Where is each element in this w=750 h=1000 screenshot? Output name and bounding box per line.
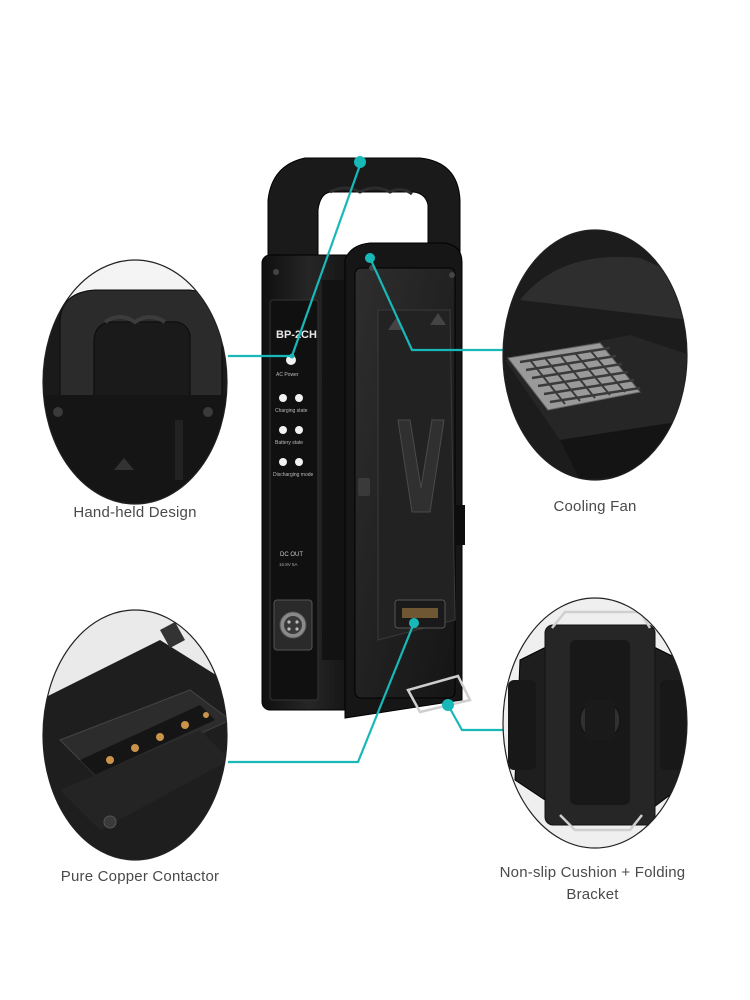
caption-cushion-bracket: Non-slip Cushion + Folding Bracket — [499, 864, 686, 903]
line-cushion — [447, 704, 505, 732]
vent-slots — [322, 280, 344, 660]
indicator-label-3: Discharging mode — [273, 472, 314, 478]
led-charging-1 — [279, 394, 287, 402]
led-battery-2 — [295, 426, 303, 434]
led-charging-2 — [295, 394, 303, 402]
detail-fan-bubble — [502, 229, 688, 481]
led-discharging-1 — [279, 458, 287, 466]
led-discharging-2 — [295, 458, 303, 466]
line-fan — [368, 257, 505, 352]
detail-copper-bubble — [42, 609, 228, 861]
indicator-label-0: AC Power — [276, 372, 299, 378]
fan-grille — [507, 342, 641, 411]
caption-cooling-fan: Cooling Fan — [553, 498, 637, 515]
indicator-label-1: Charging state — [275, 408, 308, 414]
indicator-label-2: Battery state — [275, 440, 303, 446]
line-copper — [228, 622, 416, 764]
caption-handheld: Hand-held Design — [73, 504, 197, 521]
v-mount-plate — [377, 309, 456, 641]
dc-out-connector — [273, 599, 313, 651]
indicator-leds — [279, 355, 303, 466]
copper-pins — [106, 712, 209, 764]
callout-dots — [289, 156, 454, 711]
caption-copper-contactor: Pure Copper Contactor — [60, 868, 220, 885]
port-label: DC OUT — [280, 552, 303, 558]
led-battery-1 — [279, 426, 287, 434]
charger-body: BP-2CH AC Power Charging state Battery s… — [261, 157, 472, 719]
detail-cushion-bubble — [502, 597, 688, 849]
detail-handheld-bubble — [42, 259, 228, 505]
port-sublabel: 16.8V 5A — [279, 562, 298, 567]
model-label: BP-2CH — [276, 329, 317, 341]
